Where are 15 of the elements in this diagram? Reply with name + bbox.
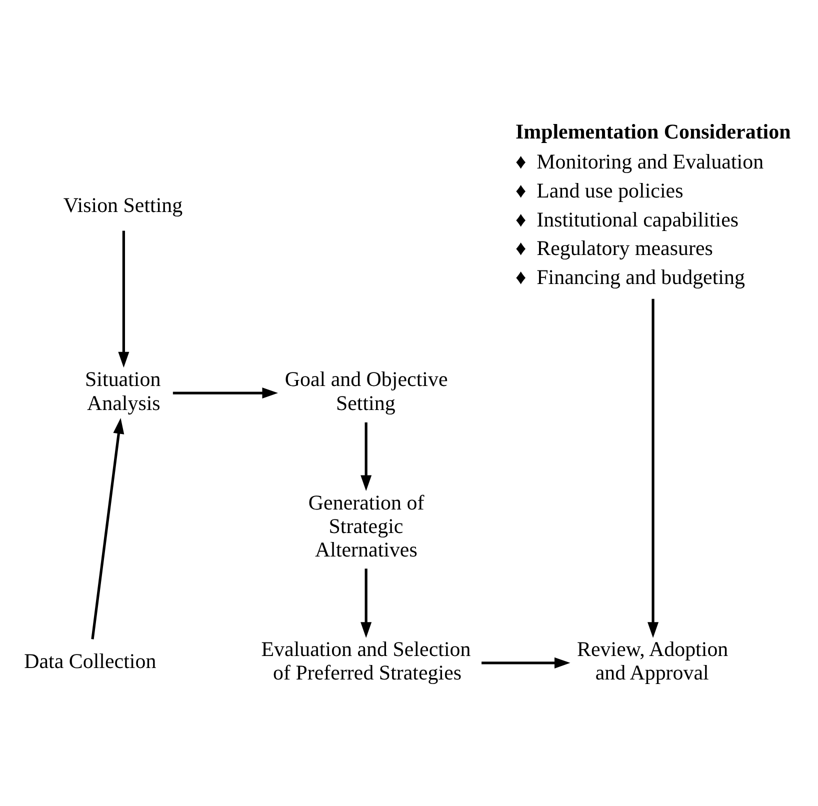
node-text: Situation Analysis	[85, 366, 161, 414]
node-text: Data Collection	[24, 648, 156, 672]
arrow	[360, 422, 372, 491]
node-text: Vision Setting	[63, 192, 183, 216]
node-text: Review, Adoption and Approval	[577, 636, 728, 684]
arrow	[360, 568, 372, 638]
node-text: Generation of Strategic Alternatives	[308, 490, 424, 562]
arrow	[172, 387, 278, 398]
arrow	[648, 298, 659, 638]
arrow	[482, 656, 570, 668]
arrow	[118, 230, 130, 368]
node-text: Implementation Consideration ♦ Monitoring and Evaluation ♦ Land use policies ♦ Institutional capabilities ♦ Regulatory measures ♦ Financing and budgeting	[515, 119, 791, 289]
node-text: Evaluation and Selection of Preferred Strategies	[261, 636, 471, 684]
node-text: Goal and Objective Setting	[284, 366, 448, 414]
arrow	[91, 417, 124, 639]
